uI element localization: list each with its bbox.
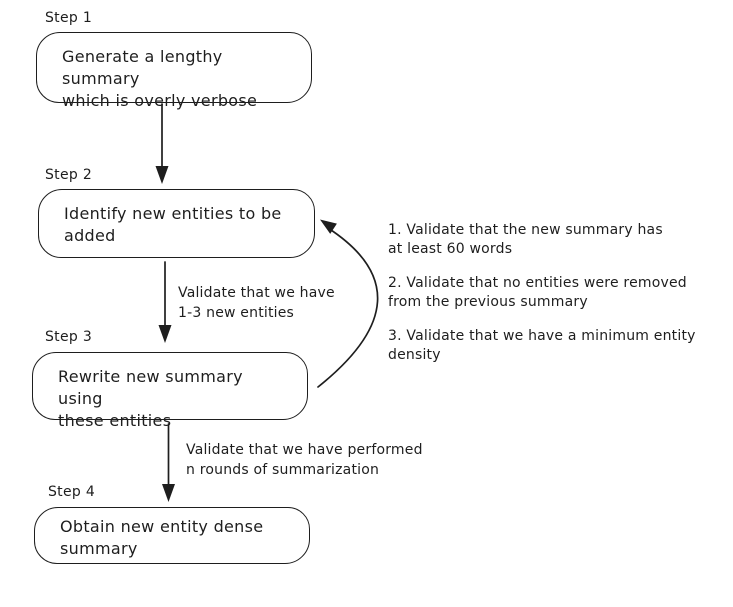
validation-item-2: 2. Validate that no entities were remove… xyxy=(388,274,687,312)
step3-text-line1: Rewrite new summary using xyxy=(58,367,243,408)
step4-text-line2: summary xyxy=(60,539,138,558)
validation-item-3-line1: 3. Validate that we have a minimum entit… xyxy=(388,328,696,344)
validation-item-1: 1. Validate that the new summary has at … xyxy=(388,221,663,259)
validation-item-3: 3. Validate that we have a minimum entit… xyxy=(388,327,696,365)
validation-item-1-line2: at least 60 words xyxy=(388,241,513,257)
edge-label-rounds-line2: n rounds of summarization xyxy=(186,462,380,478)
edge-label-rounds: Validate that we have performed n rounds… xyxy=(186,440,423,480)
step2-text-line1: Identify new entities to be xyxy=(64,204,282,223)
step2-label: Step 2 xyxy=(45,167,93,183)
step3-text-line2: these entities xyxy=(58,411,172,430)
step1-text-line2: which is overly verbose xyxy=(62,91,258,110)
step4-text-line1: Obtain new entity dense xyxy=(60,517,264,536)
edge-label-entities-line1: Validate that we have xyxy=(178,285,335,301)
validation-item-2-line2: from the previous summary xyxy=(388,294,588,310)
validation-item-2-line1: 2. Validate that no entities were remove… xyxy=(388,275,687,291)
step4-box: Obtain new entity dense summary xyxy=(34,507,310,564)
step1-label: Step 1 xyxy=(45,10,93,26)
edge-label-entities: Validate that we have 1-3 new entities xyxy=(178,283,335,323)
validation-item-1-line1: 1. Validate that the new summary has xyxy=(388,222,663,238)
step3-label: Step 3 xyxy=(45,329,93,345)
edge-label-rounds-line1: Validate that we have performed xyxy=(186,442,423,458)
step1-box: Generate a lengthy summary which is over… xyxy=(36,32,312,110)
arrow-step2-to-step3 xyxy=(158,261,172,343)
step1-text-line1: Generate a lengthy summary xyxy=(62,47,223,88)
step3-box: Rewrite new summary using these entities xyxy=(32,352,308,430)
arrow-step1-to-step2 xyxy=(155,103,169,184)
edge-label-entities-line2: 1-3 new entities xyxy=(178,305,295,321)
validation-item-3-line2: density xyxy=(388,347,441,363)
step2-text-line2: added xyxy=(64,226,116,245)
arrow-step3-to-step4 xyxy=(162,423,175,502)
step4-label: Step 4 xyxy=(48,484,96,500)
step2-box: Identify new entities to be added xyxy=(38,189,315,258)
